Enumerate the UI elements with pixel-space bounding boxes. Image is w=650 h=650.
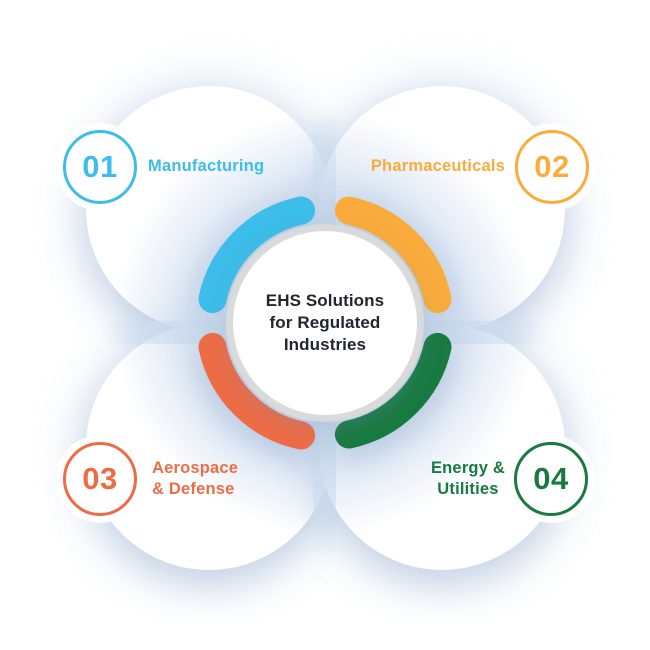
label-line: Manufacturing [148,157,265,175]
rounded-card-background: EHS Solutions for Regulated Industries 0… [10,9,650,650]
label-line: Energy & [430,459,505,477]
number-badge-02: 02 [515,130,589,204]
number-badge-01: 01 [63,130,137,204]
label-pharmaceuticals: Pharmaceuticals [371,156,505,177]
badge-number: 01 [82,149,118,184]
number-badge-03: 03 [63,442,137,516]
ring-arc-energy-utilities [334,332,452,449]
ring-arc-manufacturing [198,196,316,314]
title-line-3: Industries [283,335,367,354]
ring-arc-aerospace-defense [198,332,316,450]
badge-number: 02 [534,149,570,184]
segmented-ring [198,196,452,450]
title-line-1: EHS Solutions [265,291,385,310]
diagram-title: EHS Solutions for Regulated Industries [266,290,384,356]
label-energy-utilities: Energy & Utilities [431,458,505,500]
label-manufacturing: Manufacturing [148,156,264,177]
label-line: & Defense [152,480,235,498]
label-line: Utilities [437,480,499,498]
title-line-2: for Regulated [269,313,381,332]
badge-number: 03 [82,461,118,496]
label-line: Aerospace [152,459,239,477]
number-badge-04: 04 [514,442,588,516]
badge-number: 04 [533,461,569,496]
ring-arc-pharmaceuticals [334,196,452,314]
label-aerospace-defense: Aerospace & Defense [152,458,238,500]
center-circle: EHS Solutions for Regulated Industries [226,224,424,422]
label-line: Pharmaceuticals [370,157,505,175]
